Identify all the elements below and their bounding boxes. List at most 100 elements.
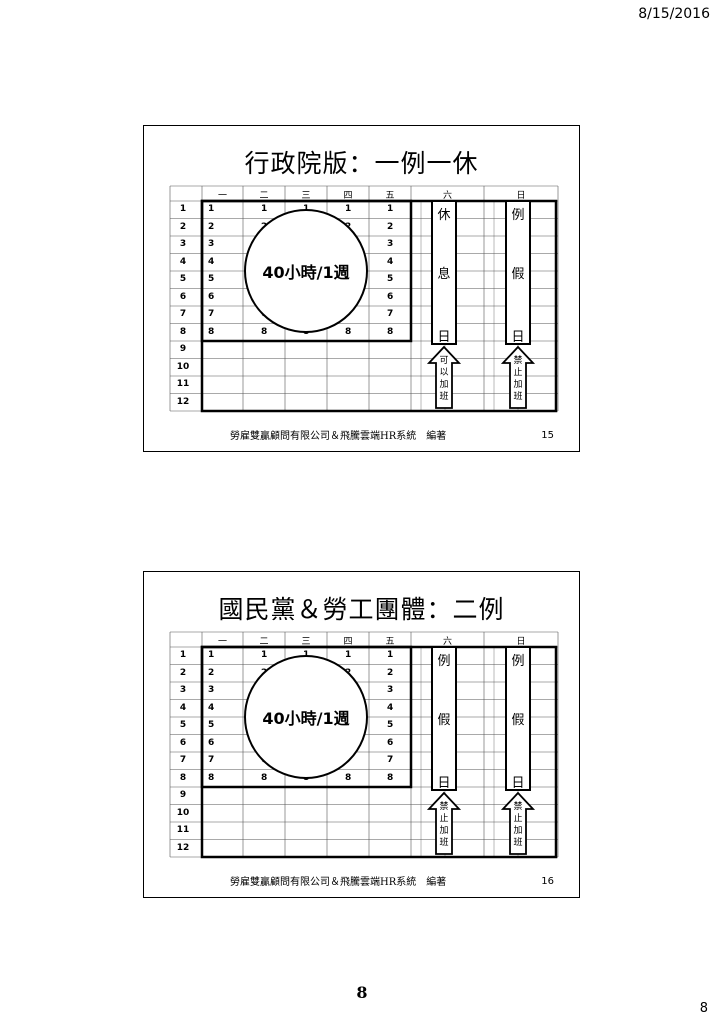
slide-number: 16 (541, 876, 554, 887)
slide-15: 行政院版：一例一休 一二三四五六日11111122222233333344444… (143, 125, 580, 452)
day-header: 日 (516, 637, 526, 647)
hour-cell: 2 (208, 667, 215, 678)
day-header: 一 (217, 637, 227, 647)
hour-cell: 2 (208, 221, 215, 232)
work-schedule-grid: 一二三四五六日111111222222333333444444555555666… (169, 185, 559, 414)
weekly-hours-label: 40小時/1週 (262, 709, 350, 728)
row-label: 10 (176, 807, 190, 818)
hour-cell: 8 (208, 326, 215, 337)
hour-cell: 1 (345, 204, 352, 214)
weekly-hours-circle: 40小時/1週 (244, 209, 368, 333)
row-label: 4 (179, 702, 187, 713)
hour-cell: 6 (208, 737, 215, 748)
saturday-label: 日 (437, 330, 451, 345)
day-header: 三 (301, 637, 311, 647)
row-label: 6 (179, 737, 187, 748)
hour-cell: 1 (387, 204, 394, 214)
hour-cell: 6 (387, 291, 394, 302)
hour-cell: 7 (208, 309, 215, 319)
row-label: 7 (179, 309, 187, 319)
day-header: 一 (217, 191, 227, 201)
hour-cell: 4 (387, 256, 394, 267)
row-label: 6 (179, 291, 187, 302)
hour-cell: 8 (261, 326, 268, 337)
grid-lines (169, 631, 559, 859)
hour-cell: 6 (208, 291, 215, 302)
sunday-overtime-note: 禁 止 加 班 (513, 356, 523, 402)
row-label: 7 (179, 755, 187, 765)
hour-cell: 2 (387, 221, 394, 232)
sunday-label: 假 (511, 267, 525, 282)
row-label: 2 (179, 667, 187, 678)
hour-cell: 5 (387, 720, 394, 730)
saturday-label: 日 (437, 776, 451, 791)
hour-cell: 5 (208, 720, 215, 730)
sunday-label: 日 (511, 776, 525, 791)
hour-cell: 5 (387, 274, 394, 284)
row-label: 11 (176, 379, 190, 389)
row-label: 1 (179, 650, 187, 660)
day-header: 五 (385, 191, 395, 201)
slide-footer: 勞雇雙贏顧問有限公司＆飛騰雲端HR系統 編著 (230, 877, 447, 888)
hour-cell: 2 (387, 667, 394, 678)
sunday-label: 日 (511, 330, 525, 345)
hour-cell: 3 (208, 239, 215, 249)
slide-footer: 勞雇雙贏顧問有限公司＆飛騰雲端HR系統 編著 (230, 431, 447, 442)
saturday-label: 息 (437, 267, 451, 282)
row-label: 3 (179, 685, 187, 695)
day-header: 六 (442, 637, 452, 647)
hour-cell: 3 (387, 239, 394, 249)
day-header: 二 (259, 637, 269, 647)
sunday-overtime-note: 禁 止 加 班 (513, 802, 523, 848)
hour-cell: 4 (387, 702, 394, 713)
hour-cell: 7 (387, 755, 394, 765)
weekly-hours-label: 40小時/1週 (262, 263, 350, 282)
sunday-label: 例 (511, 208, 525, 223)
hour-cell: 7 (208, 755, 215, 765)
row-label: 12 (176, 396, 190, 407)
saturday-label: 例 (437, 654, 451, 669)
day-header: 二 (259, 191, 269, 201)
hour-cell: 8 (261, 772, 268, 783)
row-label: 2 (179, 221, 187, 232)
work-schedule-grid: 一二三四五六日111111222222333333444444555555666… (169, 631, 559, 860)
hour-cell: 3 (208, 685, 215, 695)
hour-cell: 4 (208, 702, 215, 713)
grid-lines (169, 185, 559, 413)
hour-cell: 1 (261, 650, 268, 660)
row-label: 8 (179, 772, 187, 783)
row-label: 12 (176, 842, 190, 853)
hour-cell: 8 (208, 772, 215, 783)
day-header: 日 (516, 191, 526, 201)
print-date: 8/15/2016 (638, 6, 710, 22)
sunday-label: 假 (511, 713, 525, 728)
saturday-label: 假 (437, 713, 451, 728)
row-label: 4 (179, 256, 187, 267)
day-header: 三 (301, 191, 311, 201)
hour-cell: 8 (345, 326, 352, 337)
row-label: 5 (179, 274, 187, 284)
row-label: 11 (176, 825, 190, 835)
hour-cell: 8 (387, 326, 394, 337)
weekly-hours-circle: 40小時/1週 (244, 655, 368, 779)
hour-cell: 4 (208, 256, 215, 267)
slide-16: 國民黨＆勞工團體：二例 一二三四五六日111111222222333333444… (143, 571, 580, 898)
day-header: 四 (343, 191, 353, 201)
slide-number: 15 (541, 430, 554, 441)
saturday-label: 休 (437, 208, 451, 223)
hour-cell: 1 (387, 650, 394, 660)
hour-cell: 6 (387, 737, 394, 748)
slide-title: 行政院版：一例一休 (244, 149, 479, 178)
row-label: 8 (179, 326, 187, 337)
saturday-overtime-note: 禁 止 加 班 (439, 802, 449, 848)
day-header: 六 (442, 191, 452, 201)
slide-title: 國民黨＆勞工團體：二例 (218, 595, 505, 624)
hour-cell: 1 (208, 650, 215, 660)
row-label: 9 (179, 790, 187, 800)
saturday-overtime-note: 可 以 加 班 (439, 356, 449, 402)
hour-cell: 1 (345, 650, 352, 660)
row-label: 9 (179, 344, 187, 354)
row-label: 5 (179, 720, 187, 730)
row-label: 1 (179, 204, 187, 214)
hour-cell: 1 (208, 204, 215, 214)
